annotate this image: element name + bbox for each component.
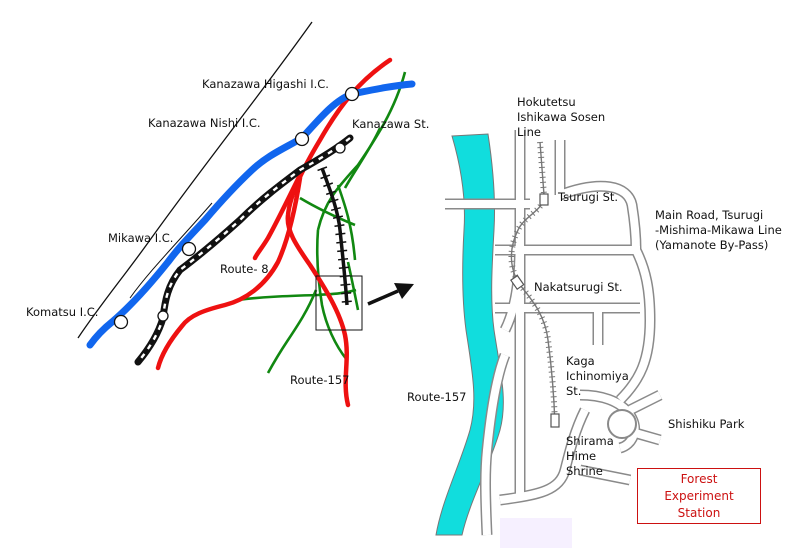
tsurugi-station-box (539, 193, 549, 206)
komatsu-ic-label: Komatsu I.C. (26, 305, 99, 319)
kanazawa-nishi-ic-label: Kanazawa Nishi I.C. (148, 116, 261, 130)
junction-marker (157, 310, 169, 322)
coastline-inner (129, 202, 213, 299)
nakatsurugi-station-box (510, 274, 525, 291)
kaga-ichinomiya-station-box (550, 413, 560, 428)
kaga-ichinomiya-station-label: Kaga Ichinomiya St. (566, 354, 629, 398)
railway-main-dash (137, 137, 351, 363)
expressway (86, 80, 416, 349)
station-boxes (510, 193, 560, 428)
main-road-label: Main Road, Tsurugi -Mishima-Mikawa Line … (655, 208, 782, 252)
forest-experiment-station-box: Forest Experiment Station (637, 468, 761, 524)
mikawa-ic-marker (181, 241, 197, 257)
route-157-overview-label: Route-157 (290, 373, 350, 387)
kanazawa-station-label: Kanazawa St. (352, 117, 430, 131)
national-routes (155, 57, 393, 408)
branch-line-ticks (317, 166, 352, 306)
zoom-arrow-head (394, 283, 414, 299)
mikawa-ic-label: Mikawa I.C. (108, 231, 174, 245)
river (435, 133, 504, 536)
komatsu-ic-marker (113, 314, 129, 330)
interchange-markers (113, 86, 360, 330)
branch-line (320, 167, 349, 306)
shishiku-park-label: Shishiku Park (668, 417, 745, 431)
map-edge-patch (500, 518, 572, 548)
detail-area-box (315, 275, 363, 331)
shirama-hime-shrine-label: Shirama Hime Shrine (566, 434, 614, 478)
detail-map (435, 130, 663, 548)
railway-line-label: Hokutetsu Ishikawa Sosen Line (517, 95, 606, 139)
coastline (77, 21, 313, 339)
roundabout (607, 409, 637, 439)
route-8-label: Route- 8 (220, 262, 269, 276)
nakatsurugi-station-label: Nakatsurugi St. (534, 280, 623, 294)
kanazawa-station-marker (334, 142, 346, 154)
overview-map (77, 21, 416, 408)
zoom-arrow (367, 289, 399, 306)
tsurugi-station-label: Tsurugi St. (558, 190, 619, 204)
kanazawa-higashi-ic-marker (344, 86, 360, 102)
kanazawa-nishi-ic-marker (294, 131, 310, 147)
kanazawa-higashi-ic-label: Kanazawa Higashi I.C. (202, 77, 329, 91)
local-roads (237, 71, 407, 374)
road-network (445, 130, 662, 536)
route-157-detail-label: Route-157 (407, 390, 467, 404)
